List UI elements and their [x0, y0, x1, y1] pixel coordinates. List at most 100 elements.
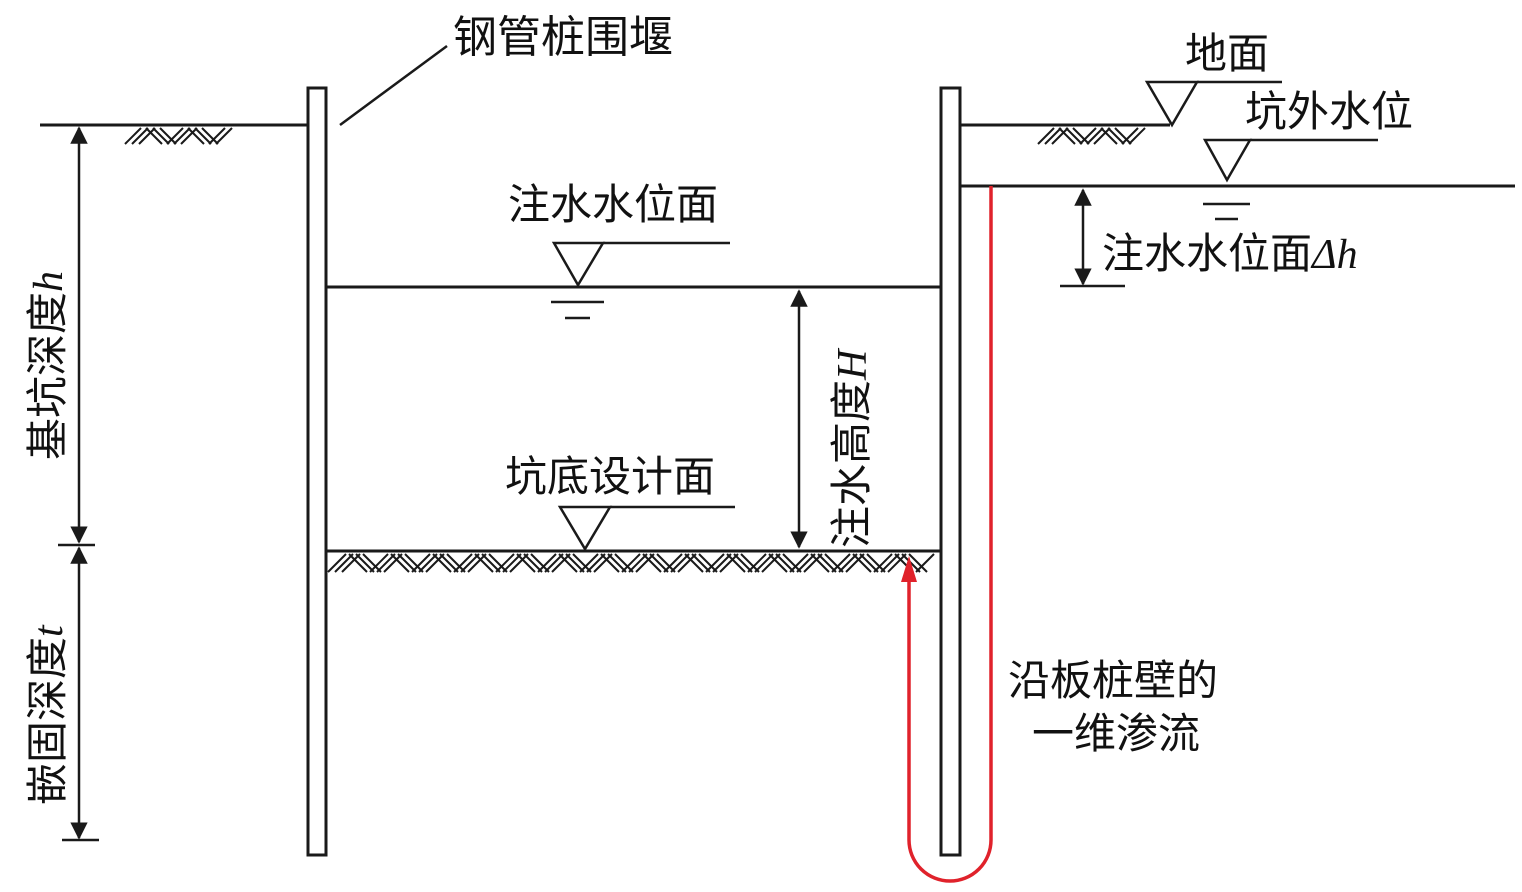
left-ground-hatch — [124, 127, 233, 145]
soil-hatch-stroke — [880, 553, 900, 573]
soil-hatch-stroke — [628, 553, 648, 573]
soil-hatch-stroke — [789, 553, 809, 573]
soil-hatch-stroke — [166, 127, 184, 145]
ground-level-marker — [1144, 80, 1282, 128]
svg-text:注水高度H: 注水高度H — [827, 347, 876, 548]
soil-hatch-stroke — [152, 127, 170, 145]
soil-hatch-stroke — [873, 553, 893, 573]
soil-hatch-stroke — [593, 553, 613, 573]
soil-hatch-stroke — [1121, 127, 1139, 145]
soil-hatch-stroke — [740, 553, 760, 573]
soil-hatch-stroke — [425, 553, 445, 573]
soil-hatch-stroke — [404, 553, 424, 573]
soil-hatch-stroke — [537, 553, 557, 573]
soil-hatch-stroke — [187, 127, 205, 145]
soil-hatch-stroke — [180, 127, 198, 145]
soil-hatch-stroke — [334, 553, 354, 573]
soil-hatch-stroke — [768, 553, 788, 573]
soil-hatch-stroke — [1065, 127, 1083, 145]
soil-hatch-stroke — [565, 553, 585, 573]
soil-hatch-stroke — [138, 127, 156, 145]
pit-depth-symbol: h — [26, 271, 72, 292]
soil-hatch-stroke — [656, 553, 676, 573]
delta-h-text: 注水水位面 — [1102, 229, 1312, 278]
seepage-arrow-head — [901, 556, 917, 582]
soil-hatch-stroke — [544, 553, 564, 573]
embed-depth-text: 嵌固深度 — [23, 637, 72, 805]
soil-hatch-stroke — [208, 127, 226, 145]
soil-hatch-stroke — [796, 553, 816, 573]
delta-h-label: 注水水位面Δh — [1102, 229, 1358, 278]
soil-hatch-stroke — [817, 553, 837, 573]
soil-hatch-stroke — [761, 553, 781, 573]
right-ground-hatch — [1037, 127, 1146, 145]
outside-water-level-label: 坑外水位 — [1245, 87, 1413, 136]
injected-water-level-marker — [551, 241, 730, 320]
soil-hatch-stroke — [719, 553, 739, 573]
soil-hatch-stroke — [397, 553, 417, 573]
embed-depth-dimension — [62, 546, 99, 842]
soil-hatch-stroke — [474, 553, 494, 573]
soil-hatch-stroke — [1086, 127, 1104, 145]
soil-hatch-stroke — [460, 553, 480, 573]
soil-hatch-stroke — [481, 553, 501, 573]
soil-hatch-stroke — [831, 553, 851, 573]
soil-hatch-stroke — [523, 553, 543, 573]
soil-hatch-stroke — [558, 553, 578, 573]
soil-hatch-stroke — [327, 553, 347, 573]
soil-hatch-stroke — [698, 553, 718, 573]
cofferdam-leader-line — [339, 44, 448, 127]
soil-hatch-stroke — [803, 553, 823, 573]
soil-hatch-stroke — [390, 553, 410, 573]
soil-hatch-stroke — [1037, 127, 1055, 145]
injected-water-level-label: 注水水位面 — [508, 180, 718, 229]
soil-hatch-stroke — [1051, 127, 1069, 145]
soil-hatch-stroke — [411, 553, 431, 573]
soil-hatch-stroke — [782, 553, 802, 573]
soil-hatch-stroke — [453, 553, 473, 573]
soil-hatch-stroke — [712, 553, 732, 573]
water-height-symbol: H — [830, 347, 876, 381]
soil-hatch-stroke — [502, 553, 522, 573]
soil-hatch-stroke — [418, 553, 438, 573]
soil-hatch-stroke — [488, 553, 508, 573]
soil-hatch-stroke — [859, 553, 879, 573]
soil-hatch-stroke — [551, 553, 571, 573]
soil-hatch-stroke — [124, 127, 142, 145]
soil-hatch-stroke — [1100, 127, 1118, 145]
soil-hatch-stroke — [607, 553, 627, 573]
soil-hatch-stroke — [173, 127, 191, 145]
seepage-path — [901, 186, 993, 883]
soil-hatch-stroke — [131, 127, 149, 145]
soil-hatch-stroke — [614, 553, 634, 573]
soil-hatch-stroke — [509, 553, 529, 573]
embed-depth-symbol: t — [26, 624, 72, 637]
soil-hatch-stroke — [908, 553, 928, 573]
soil-hatch-stroke — [586, 553, 606, 573]
soil-hatch-stroke — [824, 553, 844, 573]
outside-water-level-marker — [1202, 138, 1378, 221]
soil-hatch-stroke — [194, 127, 212, 145]
soil-hatch-stroke — [726, 553, 746, 573]
soil-hatch-stroke — [432, 553, 452, 573]
soil-hatch-stroke — [467, 553, 487, 573]
soil-hatch-stroke — [747, 553, 767, 573]
soil-hatch-stroke — [670, 553, 690, 573]
soil-hatch-stroke — [1107, 127, 1125, 145]
soil-hatch-stroke — [159, 127, 177, 145]
soil-hatch-stroke — [684, 553, 704, 573]
pit-depth-dimension — [58, 126, 95, 547]
soil-hatch-stroke — [600, 553, 620, 573]
soil-hatch-stroke — [348, 553, 368, 573]
delta-h-symbol: Δh — [1310, 232, 1358, 278]
soil-hatch-stroke — [215, 127, 233, 145]
pit-bottom-design-marker — [557, 505, 735, 552]
soil-hatch-stroke — [838, 553, 858, 573]
svg-text:嵌固深度t: 嵌固深度t — [23, 624, 72, 805]
delta-h-dimension — [1060, 188, 1125, 288]
pit-bottom-design-label: 坑底设计面 — [505, 452, 715, 501]
pit-depth-text: 基坑深度 — [23, 292, 72, 460]
soil-hatch-stroke — [145, 127, 163, 145]
soil-hatch-stroke — [1114, 127, 1132, 145]
